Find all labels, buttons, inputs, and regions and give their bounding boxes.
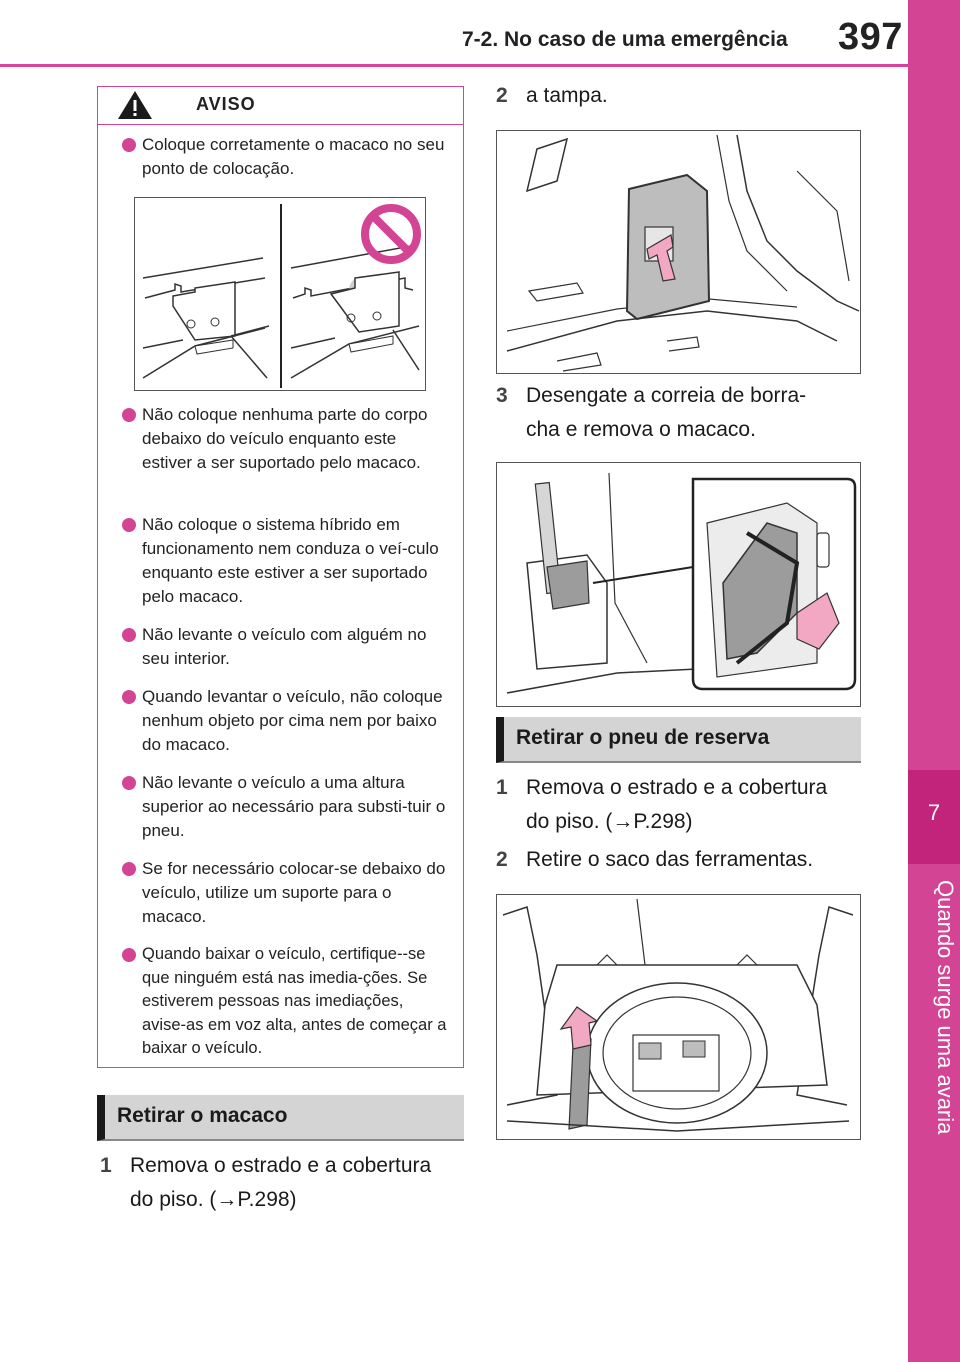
chapter-number-box [908,770,960,864]
warning-item: Não coloque o sistema híbrido em funcion… [120,513,450,609]
warning-item: Não levante o veículo a uma altura super… [120,771,450,843]
section-heading-remove-spare-tire: Retirar o pneu de reserva [496,717,861,763]
warning-item: Quando baixar o veículo, certifique--se … [120,943,450,1061]
section-title: 7-2. No caso de uma emergência [462,28,788,51]
tool-bag-figure [496,894,861,1140]
cover-removal-figure [496,130,861,374]
warning-item: Não levante o veículo com alguém no seu … [120,623,450,671]
warning-item: Coloque corretamente o macaco no seu pon… [120,133,450,181]
jack-strap-illustration [506,472,857,694]
warning-item: Quando levantar o veículo, não coloque n… [120,685,450,757]
header-rule [0,64,908,67]
warning-header: AVISO [98,87,463,125]
chapter-side-tab [908,0,960,1362]
bullet-dot-icon [122,862,136,876]
warning-box: AVISO Coloque corretamente o macaco no s… [97,86,464,1068]
chapter-label: Quando surge uma avaria [933,880,958,1135]
jack-placement-figure [134,197,426,391]
bullet-dot-icon [122,776,136,790]
jack-placement-illustration [142,204,421,388]
bullet-dot-icon [122,138,136,152]
chapter-number: 7 [927,800,941,825]
page-number: 397 [838,16,903,58]
trunk-side-cover-illustration [506,134,860,372]
section-heading-remove-jack: Retirar o macaco [97,1095,464,1141]
bullet-dot-icon [122,690,136,704]
warning-title: AVISO [196,94,256,114]
jack-strap-figure [496,462,861,707]
bullet-dot-icon [122,408,136,422]
bullet-dot-icon [122,948,136,962]
trunk-tool-bag-illustration [502,898,854,1132]
bullet-dot-icon [122,518,136,532]
bullet-dot-icon [122,628,136,642]
warning-item: Não coloque nenhuma parte do corpo debai… [120,403,450,475]
warning-triangle-icon [118,91,152,119]
warning-item: Se for necessário colocar-se debaixo do … [120,857,450,929]
